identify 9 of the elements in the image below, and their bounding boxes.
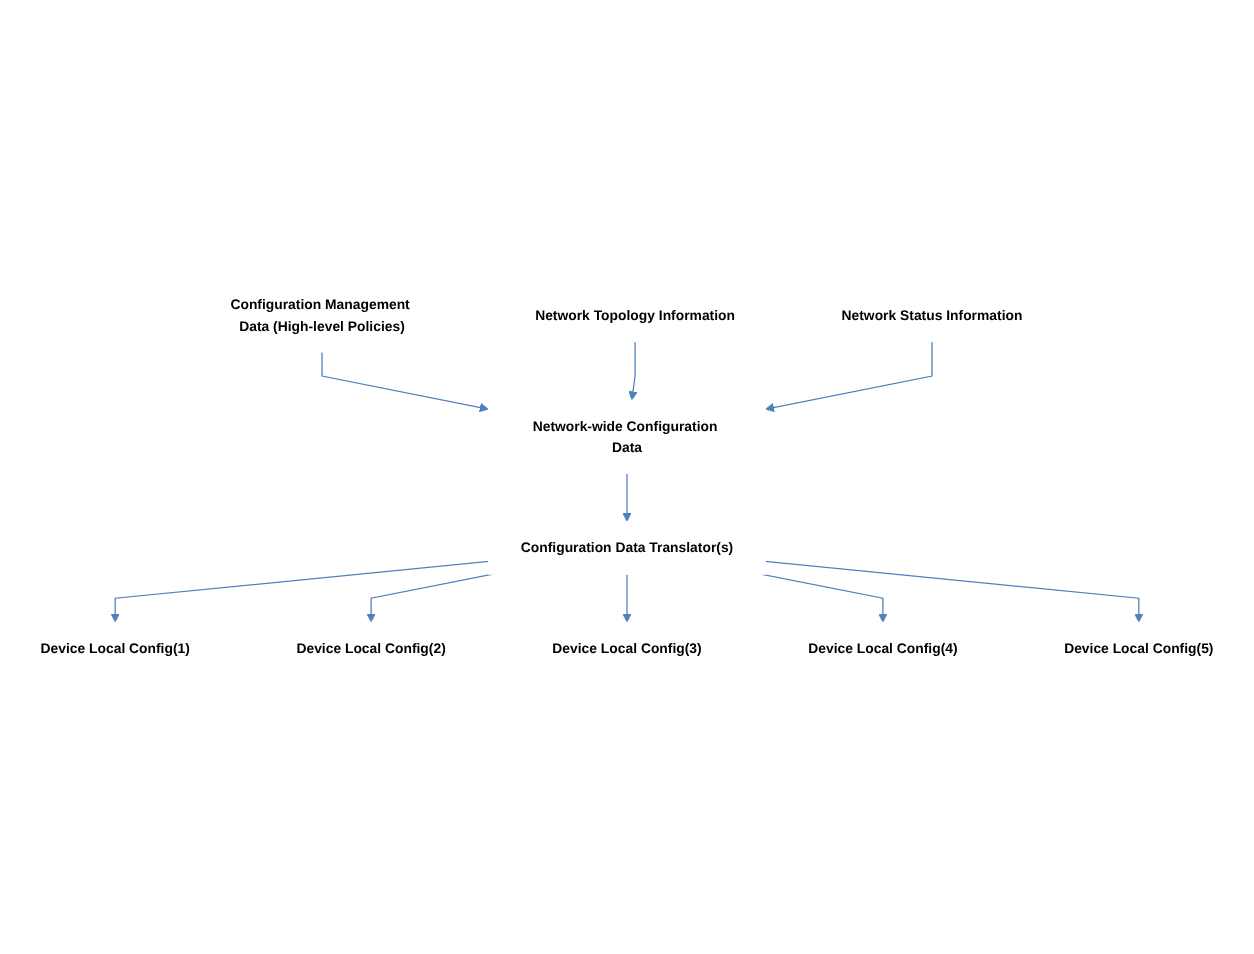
arrow [321, 351, 489, 413]
arrow [760, 573, 888, 623]
arrow [765, 341, 933, 413]
arrow [764, 561, 1144, 623]
arrow [622, 573, 632, 623]
arrow [366, 573, 494, 623]
arrow [110, 561, 490, 623]
arrow [628, 341, 638, 401]
arrow [622, 473, 632, 523]
